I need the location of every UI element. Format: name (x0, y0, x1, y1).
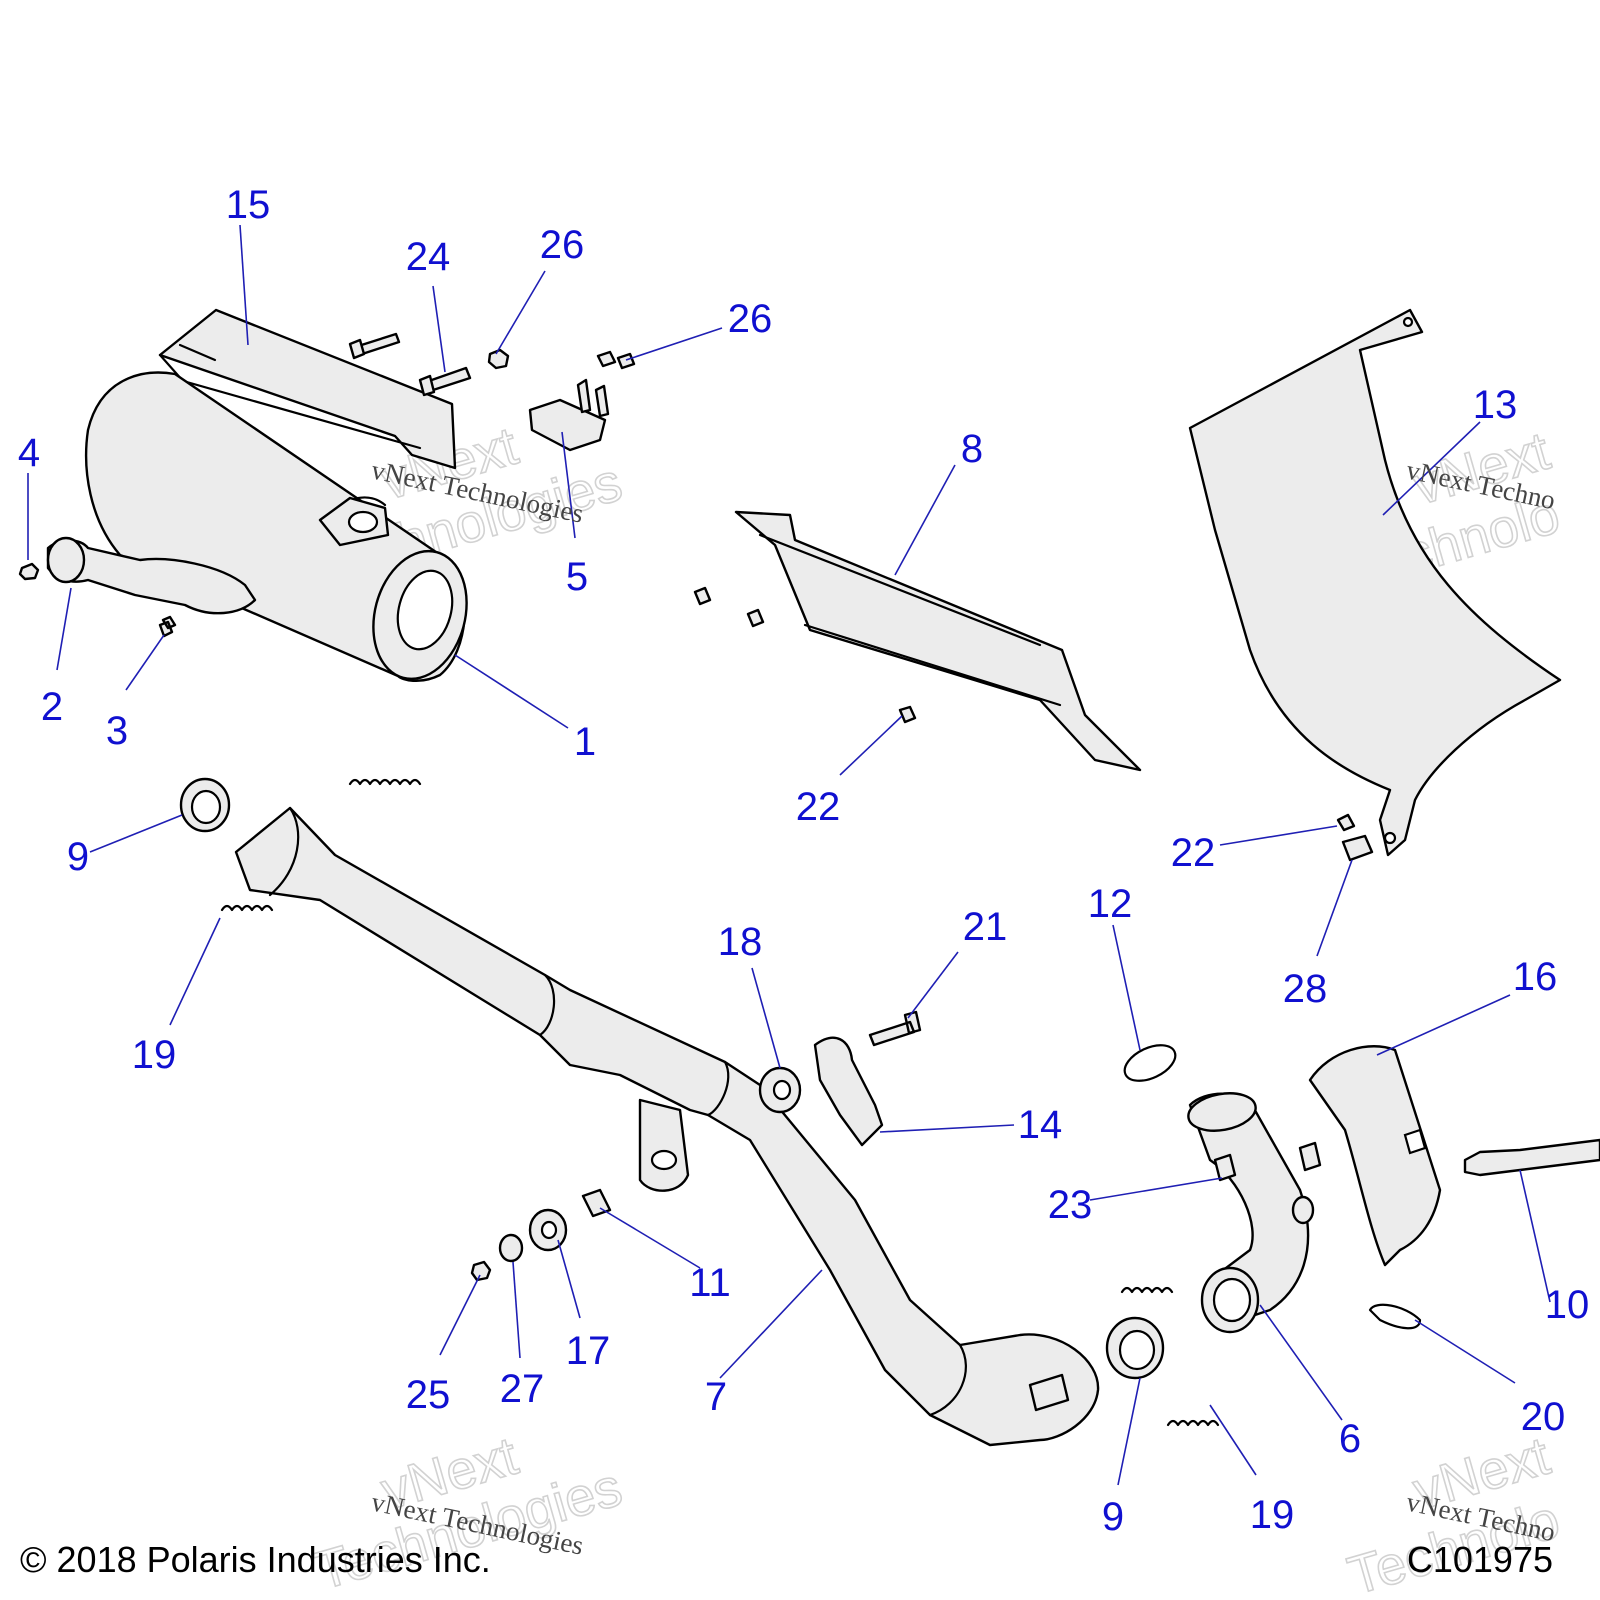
nut-4 (18, 562, 40, 581)
callout-23: 23 (1048, 1183, 1093, 1227)
callout-7: 7 (705, 1375, 727, 1419)
o-ring-12 (1123, 1044, 1177, 1082)
callout-22: 22 (796, 785, 841, 829)
callout-24: 24 (406, 235, 451, 279)
callout-3: 3 (106, 709, 128, 753)
callout-12: 12 (1088, 882, 1133, 926)
callout-18: 18 (718, 920, 763, 964)
callout-14: 14 (1018, 1103, 1063, 1147)
washer-27 (498, 1233, 524, 1263)
callout-19: 19 (1250, 1493, 1295, 1537)
callout-21: 21 (963, 905, 1008, 949)
clip-28 (1341, 834, 1374, 862)
callout-9: 9 (67, 835, 89, 879)
callout-8: 8 (961, 427, 983, 471)
callout-25: 25 (406, 1373, 451, 1417)
rear-heat-shield (1188, 308, 1562, 857)
callout-22: 22 (1171, 831, 1216, 875)
screw-22b (1336, 813, 1356, 832)
leader-lines (27, 224, 1551, 1486)
callout-10: 10 (1545, 1283, 1590, 1327)
bolts-24 (348, 332, 472, 397)
callout-27: 27 (500, 1367, 545, 1411)
callout-6: 6 (1339, 1417, 1361, 1461)
callout-26: 26 (540, 223, 585, 267)
callout-15: 15 (226, 183, 271, 227)
callout-17: 17 (566, 1329, 611, 1373)
gasket-9b (1105, 1316, 1165, 1380)
callout-1: 1 (574, 720, 596, 764)
callout-5: 5 (566, 555, 588, 599)
callout-2: 2 (41, 685, 63, 729)
nuts-26b (596, 350, 636, 370)
screw-22a (898, 705, 917, 724)
callout-28: 28 (1283, 967, 1328, 1011)
copyright-notice: © 2018 Polaris Industries Inc. (20, 1539, 491, 1580)
exhaust-manifold (1187, 1092, 1322, 1334)
washer-17 (528, 1208, 568, 1252)
gasket-9a (179, 777, 231, 833)
o2-sensor (1463, 1138, 1600, 1177)
callout-11: 11 (689, 1261, 731, 1305)
muffler-bracket (528, 378, 610, 452)
callout-19: 19 (132, 1033, 177, 1077)
bolt-21 (868, 1010, 922, 1047)
center-heat-shield (734, 510, 1142, 772)
drawing-number: C101975 (1407, 1539, 1553, 1580)
head-pipe (234, 806, 1100, 1447)
callout-13: 13 (1473, 383, 1518, 427)
callout-26: 26 (728, 297, 773, 341)
spring-19b (220, 904, 274, 912)
grommet-18 (758, 1066, 802, 1114)
bolt-3 (158, 615, 177, 638)
callout-20: 20 (1521, 1395, 1566, 1439)
callout-9: 9 (1102, 1495, 1124, 1539)
nut-25 (470, 1260, 492, 1282)
muffler-inlet-pipe (46, 536, 257, 615)
spring-19c (1120, 1286, 1174, 1294)
spring-19a (348, 778, 422, 786)
screws-8 (693, 586, 765, 628)
bracket-14 (813, 1036, 884, 1147)
muffler (85, 371, 468, 682)
callout-labels: 15 24 26 26 13 8 4 5 2 3 1 22 9 22 12 28… (18, 183, 1589, 1539)
clamp-20 (1368, 1303, 1422, 1330)
callout-4: 4 (18, 431, 40, 475)
callout-16: 16 (1513, 955, 1558, 999)
nut-26a (487, 348, 510, 370)
manifold-heat-shield (1308, 1045, 1442, 1267)
spring-19d (1166, 1419, 1220, 1427)
